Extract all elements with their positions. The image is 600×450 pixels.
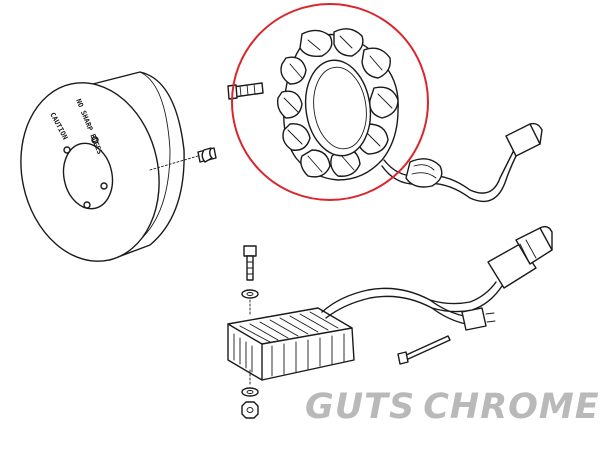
regulator-washer-bottom <box>241 387 259 397</box>
stator-coils <box>276 28 399 181</box>
cable-tie <box>397 335 451 365</box>
brand-word-left: GUTS <box>305 386 416 427</box>
stator-assembly <box>227 28 543 203</box>
regulator-bolt-top <box>243 245 257 281</box>
regulator-washer-top <box>241 289 259 299</box>
regulator-wiring <box>321 281 503 325</box>
brand-word-right: CHROME <box>423 386 600 427</box>
stator-highlight-circle <box>231 3 429 201</box>
regulator-assembly <box>227 225 553 419</box>
regulator-nut <box>241 401 259 419</box>
rotor-flywheel: CAUTION NO SHARP EDGES <box>20 71 185 262</box>
regulator-main-connector <box>487 225 553 289</box>
regulator-body <box>227 307 355 381</box>
brand-logo: GUTS CHROME <box>305 384 599 430</box>
stator-lead-wire <box>381 122 543 203</box>
rotor-bolt <box>149 147 217 171</box>
regulator-small-connector <box>461 307 496 331</box>
